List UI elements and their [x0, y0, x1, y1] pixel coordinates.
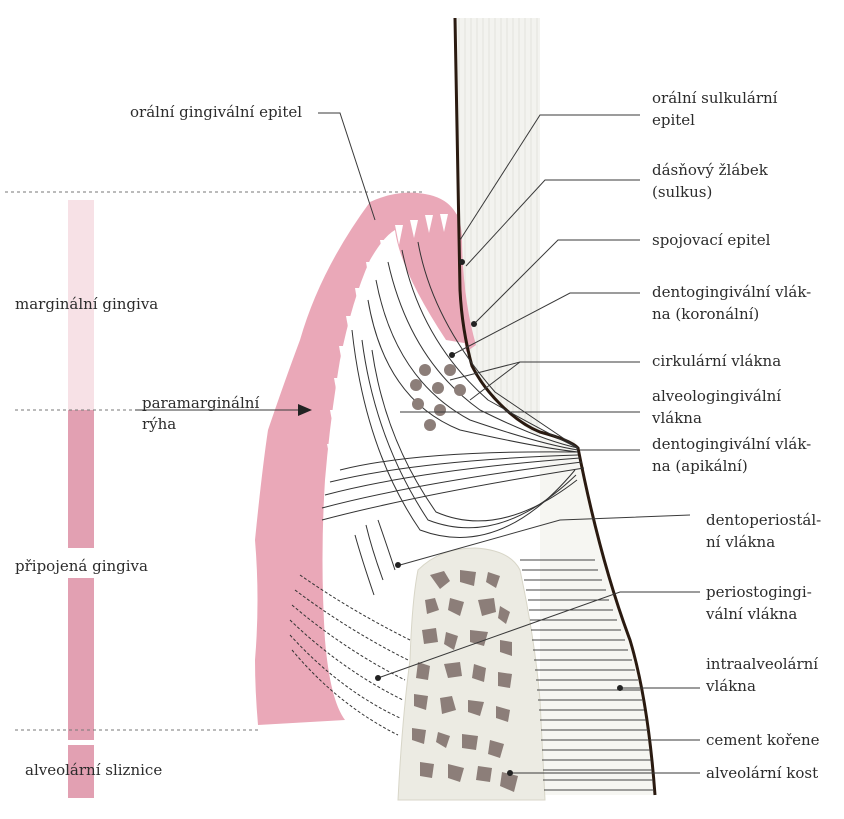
- label-intraalveolar-1: intraalveolární: [706, 654, 818, 675]
- label-oral-gingival-epithelium: orální gingivální epitel: [130, 102, 302, 123]
- label-junctional-epithelium: spojovací epitel: [652, 230, 770, 251]
- label-alveolar-bone: alveolární kost: [706, 763, 818, 784]
- label-periostogingival-1: periostogingi-: [706, 582, 812, 603]
- label-circular-fibres: cirkulární vlákna: [652, 351, 781, 372]
- label-dentogingival-apical-1: dentogingivální vlák-: [652, 434, 811, 455]
- label-sulcus-2: (sulkus): [652, 182, 712, 203]
- groove-label-line1: paramarginální: [142, 393, 259, 414]
- label-dentoperiosteal-1: dentoperiostál-: [706, 510, 821, 531]
- label-dentoperiosteal-2: ní vlákna: [706, 532, 775, 553]
- label-periostogingival-2: vální vlákna: [706, 604, 797, 625]
- label-dentogingival-coronal-2: na (koronální): [652, 304, 759, 325]
- label-oral-sulcular-epithelium-2: epitel: [652, 110, 695, 131]
- label-sulcus-1: dásňový žlábek: [652, 160, 768, 181]
- label-alveologingival-1: alveologingivální: [652, 386, 781, 407]
- label-root-cementum: cement kořene: [706, 730, 820, 751]
- groove-label-line2: rýha: [142, 414, 176, 435]
- label-dentogingival-apical-2: na (apikální): [652, 456, 748, 477]
- zone-label-attached: připojená gingiva: [15, 556, 148, 577]
- zone-label-marginal: marginální gingiva: [15, 294, 158, 315]
- label-dentogingival-coronal-1: dentogingivální vlák-: [652, 282, 811, 303]
- label-intraalveolar-2: vlákna: [706, 676, 756, 697]
- label-oral-sulcular-epithelium-1: orální sulkulární: [652, 88, 777, 109]
- label-alveologingival-2: vlákna: [652, 408, 702, 429]
- zone-label-mucosa: alveolární sliznice: [25, 760, 162, 781]
